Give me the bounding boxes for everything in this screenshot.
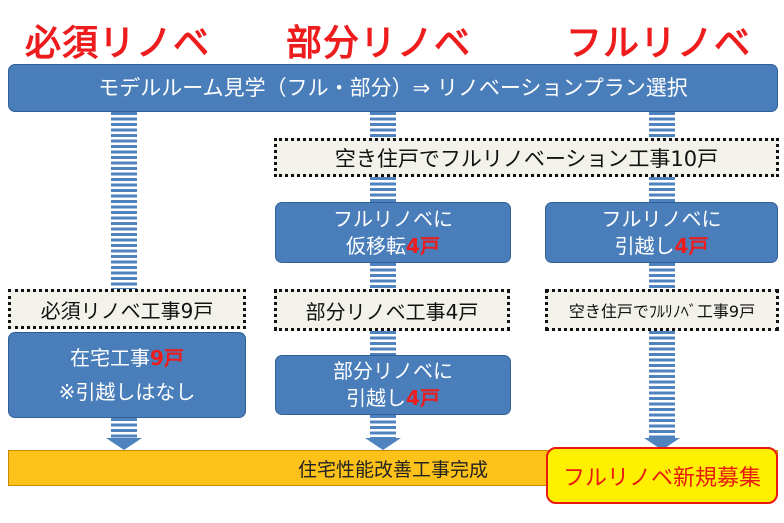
connector-required-1 xyxy=(111,112,137,289)
full-move-text: 引越し xyxy=(614,233,675,258)
required-no-move-note: ※引越しはなし xyxy=(58,380,196,404)
header-required-reno: 必須リノベ xyxy=(25,23,211,64)
full-move-line2: 引越し4戸 xyxy=(615,233,709,260)
vacancy-full-reno-box: 空き住戸でフルリノベーション工事10戸 xyxy=(274,138,779,177)
connector-partial-5 xyxy=(370,415,396,438)
partial-relocate-line1: フルリノベに xyxy=(333,206,453,231)
partial-move-count: 4戸 xyxy=(406,386,440,410)
full-move-box: フルリノベに 引越し4戸 xyxy=(545,202,778,263)
required-inhome-text: 在宅工事 xyxy=(70,346,151,370)
arrowhead-partial xyxy=(365,438,401,450)
required-work-box: 必須リノベ工事9戸 xyxy=(8,289,246,329)
connector-full-2 xyxy=(649,177,675,202)
required-inhome-box: 在宅工事9戸 ※引越しはなし xyxy=(8,332,246,418)
header-partial-reno: 部分リノベ xyxy=(286,23,472,64)
header-full-reno: フルリノベ xyxy=(566,23,752,64)
partial-relocate-box: フルリノベに 仮移転4戸 xyxy=(275,202,511,263)
partial-move-line1: 部分リノベに xyxy=(333,359,453,383)
partial-work-box: 部分リノベ工事4戸 xyxy=(274,289,510,331)
partial-relocate-text: 仮移転 xyxy=(346,233,407,258)
connector-partial-3 xyxy=(370,263,396,289)
required-inhome-count: 9戸 xyxy=(150,346,184,370)
connector-required-2 xyxy=(111,418,137,438)
connector-partial-2 xyxy=(370,177,396,202)
connector-full-4 xyxy=(649,331,675,438)
partial-relocate-count: 4戸 xyxy=(406,233,440,258)
connector-full-3 xyxy=(649,263,675,289)
connector-partial-4 xyxy=(370,331,396,355)
full-move-line1: フルリノベに xyxy=(601,206,722,231)
partial-move-box: 部分リノベに 引越し4戸 xyxy=(275,355,511,415)
required-inhome-line1: 在宅工事9戸 xyxy=(70,341,184,375)
partial-move-text: 引越し xyxy=(346,386,407,410)
full-move-count: 4戸 xyxy=(674,233,709,258)
model-room-top-bar: モデルルーム見学（フル・部分）⇒ リノベーションプラン選択 xyxy=(8,64,778,112)
full-reno-new-recruit-box: フルリノベ新規募集 xyxy=(546,447,778,504)
connector-partial-1 xyxy=(370,112,396,138)
partial-relocate-line2: 仮移転4戸 xyxy=(346,233,440,260)
connector-full-1 xyxy=(649,112,675,138)
partial-move-line2: 引越し4戸 xyxy=(346,385,440,412)
arrowhead-required xyxy=(106,438,142,450)
full-vacancy-work-box: 空き住戸でﾌﾙﾘﾉﾍﾞ工事9戸 xyxy=(545,289,779,331)
